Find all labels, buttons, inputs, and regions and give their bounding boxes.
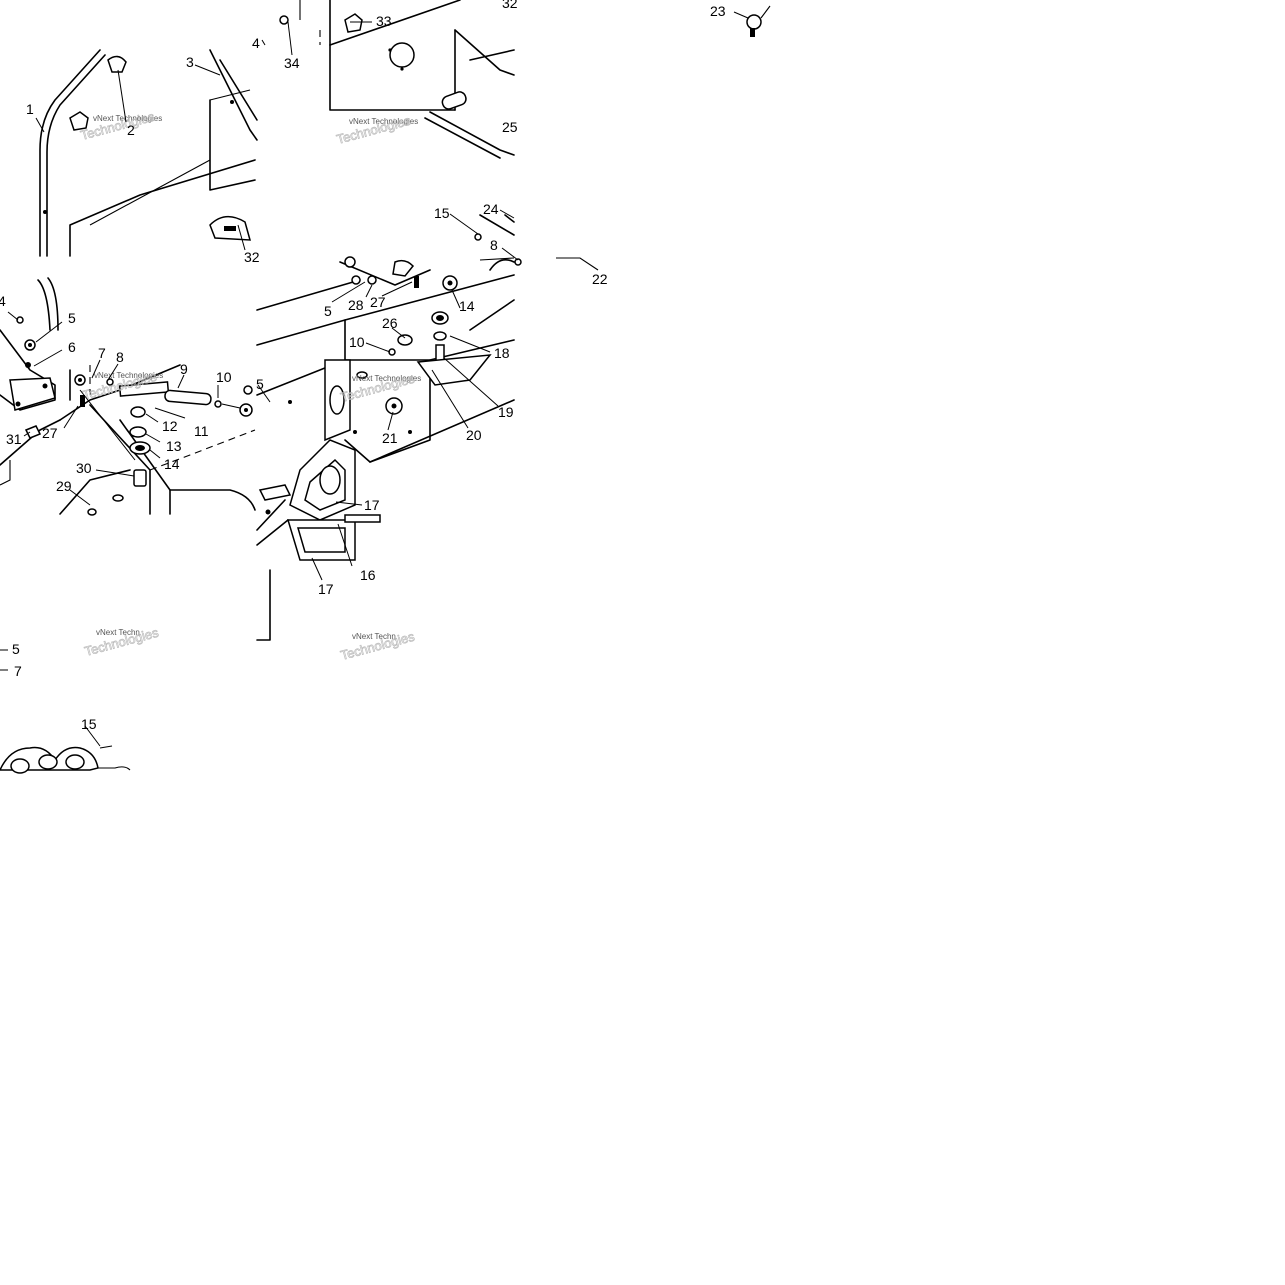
callout-4: 4	[0, 293, 6, 309]
callout-3: 3	[186, 54, 194, 70]
callout-34: 34	[284, 55, 300, 71]
callout-18: 18	[494, 345, 510, 361]
callout-labels: 1 2 3 32 4 34 33 32 25 23 15 24 8 22 4 5…	[0, 0, 726, 732]
watermark-text: vNext Techn	[96, 628, 140, 637]
callout-2: 2	[127, 122, 135, 138]
callout-24: 24	[483, 201, 499, 217]
callout-19: 19	[498, 404, 514, 420]
watermark-text: vNext Technologies	[94, 371, 163, 380]
watermark-text: vNext Technologies	[349, 117, 418, 126]
callout-10: 10	[349, 334, 365, 350]
tile-bolt-23	[556, 5, 771, 271]
callout-15: 15	[434, 205, 450, 221]
callout-25: 25	[502, 119, 518, 135]
callout-6: 6	[68, 339, 76, 355]
watermark-text: vNext Technologies	[93, 114, 162, 123]
callout-5: 5	[256, 376, 264, 392]
leader-lines	[7, 11, 749, 747]
callout-21: 21	[382, 430, 398, 446]
callout-8: 8	[490, 237, 498, 253]
callout-32: 32	[502, 0, 518, 11]
watermark-text: vNext Technologies	[352, 374, 421, 383]
callout-23: 23	[710, 3, 726, 19]
watermark-text: vNext Techn	[352, 632, 396, 641]
callout-1: 1	[26, 101, 34, 117]
callout-17: 17	[318, 581, 334, 597]
callout-7: 7	[98, 345, 106, 361]
tile-linkage-rod	[0, 277, 256, 516]
callout-26: 26	[382, 315, 398, 331]
callout-4: 4	[252, 35, 260, 51]
callout-31: 31	[6, 431, 22, 447]
callout-16: 16	[360, 567, 376, 583]
callout-28: 28	[348, 297, 364, 313]
callout-22: 22	[592, 271, 608, 287]
callout-12: 12	[162, 418, 178, 434]
callout-15: 15	[81, 716, 97, 732]
tile-engine-base	[256, 233, 522, 641]
callout-8: 8	[116, 349, 124, 365]
callout-27: 27	[42, 425, 58, 441]
callout-14: 14	[164, 456, 180, 472]
tile-lower-left	[0, 649, 8, 671]
callout-9: 9	[180, 361, 188, 377]
callout-10: 10	[216, 369, 232, 385]
callout-20: 20	[466, 427, 482, 443]
callout-5: 5	[68, 310, 76, 326]
callout-32-partial: 32	[244, 249, 260, 265]
tile-handlebar-frame	[39, 49, 258, 257]
tile-body-panel	[279, 0, 515, 236]
callout-30: 30	[76, 460, 92, 476]
callout-33: 33	[376, 13, 392, 29]
callout-5: 5	[12, 641, 20, 657]
callout-14: 14	[459, 298, 475, 314]
callout-7: 7	[14, 663, 22, 679]
callout-13: 13	[166, 438, 182, 454]
callout-17: 17	[364, 497, 380, 513]
callout-27: 27	[370, 294, 386, 310]
tile-exhaust-manifold	[0, 745, 131, 774]
callout-11: 11	[194, 423, 209, 439]
callout-29: 29	[56, 478, 72, 494]
callout-5: 5	[324, 303, 332, 319]
